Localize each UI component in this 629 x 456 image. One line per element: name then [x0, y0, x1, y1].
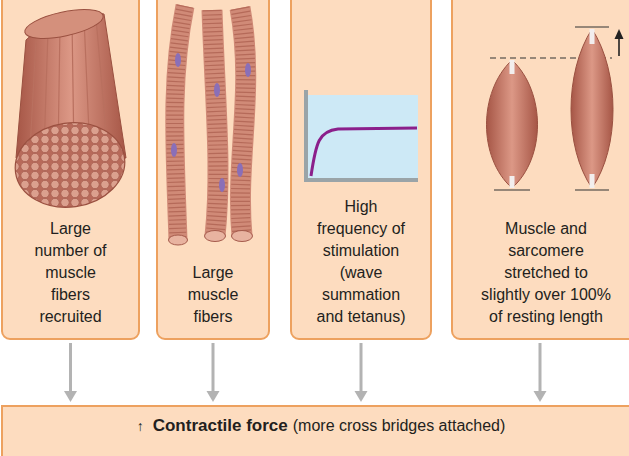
stretched-muscles: [487, 27, 624, 190]
factor-panel: Muscle and sarcomere stretched to slight…: [451, 0, 629, 340]
panel-caption: Muscle and sarcomere stretched to slight…: [453, 218, 629, 328]
fiber: [212, 10, 218, 236]
fiber-end: [205, 231, 226, 242]
nucleus: [237, 163, 243, 177]
result-box: ↑ Contractile force (more cross bridges at…: [1, 405, 629, 456]
nucleus: [175, 53, 181, 67]
fiber-end: [232, 231, 253, 242]
graph-axes: [306, 90, 418, 180]
connector-line: [212, 343, 215, 393]
factor-label: Muscle and sarcomere stretched to slight…: [478, 218, 614, 328]
arrowhead: [355, 391, 368, 402]
up-arrow-symbol: ↑: [137, 418, 144, 434]
stretch-arrowhead: [615, 29, 624, 39]
fiber-striation: [240, 8, 246, 236]
connector-arrow: [355, 343, 368, 402]
bundle-body: [16, 12, 126, 158]
nucleus: [219, 178, 225, 192]
panel-caption: Large muscle fibers: [158, 262, 268, 328]
bundle-face: [10, 118, 132, 213]
nucleus: [214, 83, 220, 97]
stretch-arrow: [618, 38, 620, 56]
bundle-top: [22, 4, 105, 44]
tendon: [590, 29, 595, 188]
factor-label: Large number of muscle fibers recruited: [27, 218, 115, 328]
resting-length-line: [490, 57, 612, 58]
muscle-fibers: [169, 6, 253, 245]
fiber: [240, 8, 246, 236]
fiber: [175, 6, 185, 240]
length-tick: [494, 189, 530, 190]
nucleus: [245, 63, 251, 77]
bundle-face-rim: [10, 116, 131, 214]
result-note: (more cross bridges attached): [293, 417, 506, 434]
panel-caption: High frequency of stimulation (wave summ…: [292, 196, 430, 328]
bundle-striation: [30, 18, 108, 155]
connector-line: [360, 343, 363, 393]
fiber-striation: [212, 10, 218, 236]
connector-arrow: [64, 343, 77, 402]
stretched-muscle: [571, 29, 613, 188]
nucleus: [171, 143, 177, 157]
connector-line: [69, 343, 72, 393]
length-tick: [575, 26, 609, 27]
result-heading: Contractile force: [153, 416, 288, 435]
arrowhead: [534, 391, 547, 402]
length-tick: [575, 189, 609, 190]
connector-arrow: [534, 343, 547, 402]
arrowhead: [64, 391, 77, 402]
force-curve: [311, 128, 417, 176]
tetanus-graph: [306, 90, 418, 180]
arrowhead: [207, 391, 220, 402]
factor-label: High frequency of stimulation (wave summ…: [309, 196, 413, 328]
factor-panel: Large number of muscle fibers recruited: [1, 0, 140, 340]
connector-arrow: [207, 343, 220, 402]
connector-line: [539, 343, 542, 393]
fiber-striation: [175, 6, 185, 240]
fiber-end: [169, 235, 188, 245]
factor-panel: High frequency of stimulation (wave summ…: [290, 0, 432, 340]
factor-panel: Large muscle fibers: [156, 0, 270, 340]
panel-caption: Large number of muscle fibers recruited: [3, 218, 138, 328]
result-line: ↑ Contractile force (more cross bridges at…: [137, 416, 506, 436]
resting-muscle: [487, 60, 538, 188]
factor-label: Large muscle fibers: [177, 262, 249, 328]
tendon: [510, 60, 515, 188]
muscle-bundle: [10, 4, 132, 214]
graph-area: [306, 95, 418, 178]
